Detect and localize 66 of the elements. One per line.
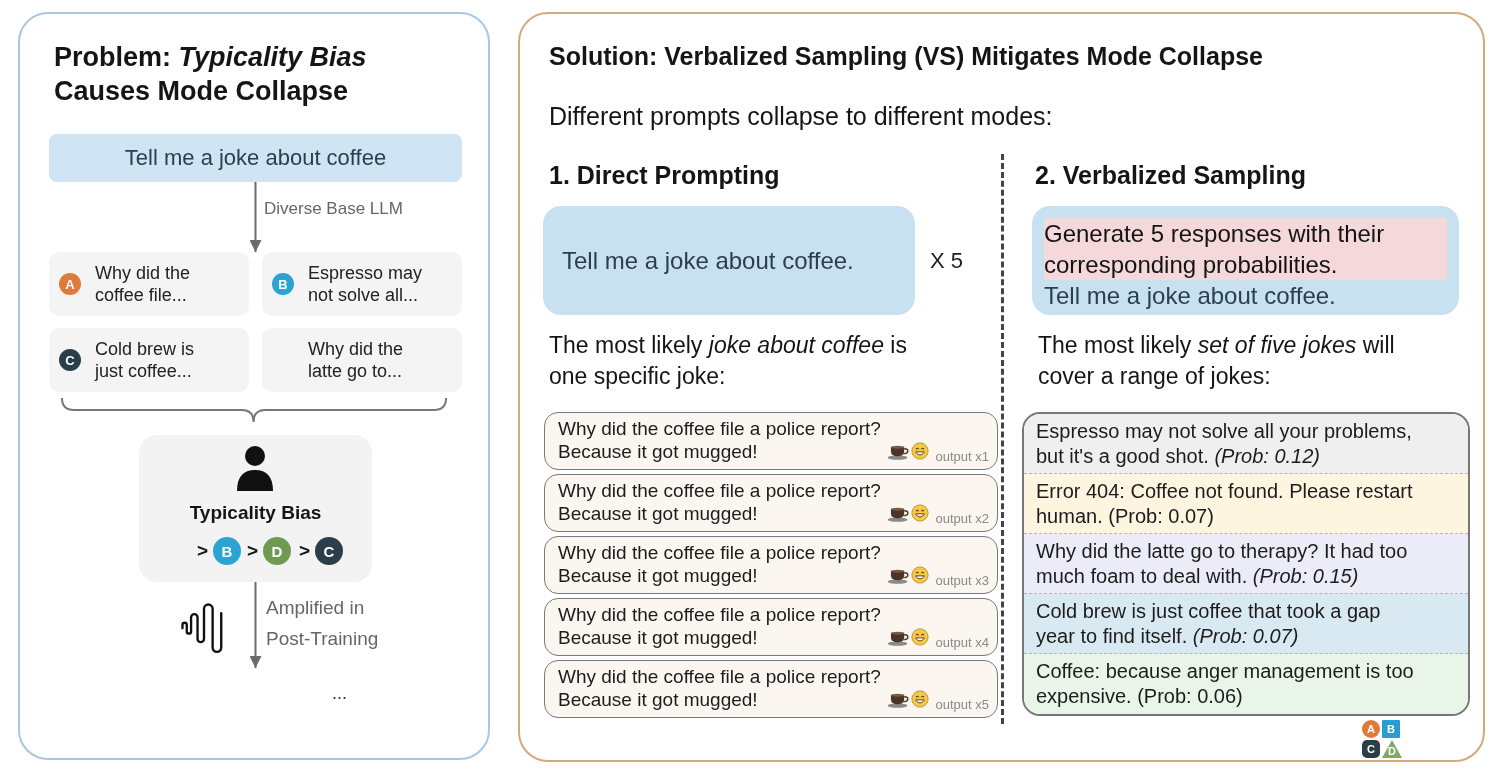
prompt-text: Tell me a joke about coffee.: [562, 246, 854, 275]
letter-circle: D: [263, 537, 291, 565]
rank-separator: >: [247, 540, 259, 562]
output-box: [544, 536, 998, 594]
response-row: [1024, 414, 1468, 474]
output-count: output x3: [935, 573, 989, 588]
rank-separator: >: [299, 540, 311, 562]
problem-panel: [18, 12, 490, 760]
joke-box: [262, 252, 462, 316]
joke-text: Espresso may not solve all your problems, but it's a good shot. (Prob: 0.12): [1036, 419, 1413, 469]
joke-text: Cold brew is just coffee...: [95, 338, 196, 382]
description-text: The most likely joke about coffee is one specific joke:: [549, 331, 908, 391]
column-heading: 1. Direct Prompting: [549, 160, 780, 190]
joke-text: Why did the coffee file a police report? Because it got mugged!: [558, 417, 882, 463]
repeat-count: X 5: [930, 248, 964, 274]
prompt-box: [1032, 206, 1459, 315]
response-row: [1024, 534, 1468, 594]
output-box: [544, 598, 998, 656]
rank-separator: >: [197, 540, 209, 562]
letter-circle: A: [1362, 720, 1380, 738]
panel-heading: Solution: Verbalized Sampling (VS) Mitigates Mode Collapse: [549, 41, 1264, 72]
response-row: [1024, 474, 1468, 534]
prompt-box: [49, 134, 462, 182]
joke-box: [49, 328, 249, 392]
joke-text: Why did the coffee file a police report? Because it got mugged!: [558, 541, 882, 587]
prompt-text: Tell me a joke about coffee.: [1044, 281, 1336, 311]
letter-circle: B: [272, 273, 294, 295]
joke-text: Espresso may not solve all...: [308, 262, 424, 306]
response-row: [1024, 594, 1468, 654]
solution-panel: [518, 12, 1485, 762]
joke-text: Why did the coffee file a police report? Because it got mugged!: [558, 479, 882, 525]
joke-text: Why did the coffee file...: [95, 262, 192, 306]
joke-text: Why did the latte go to...: [308, 338, 405, 382]
letter-circle: C: [315, 537, 343, 565]
ellipsis-text: ...: [332, 682, 347, 704]
joke-text: Coffee: because anger management is too expensive. (Prob: 0.06): [1036, 659, 1415, 709]
output-box: [544, 474, 998, 532]
panel-subtitle: Different prompts collapse to different modes:: [549, 101, 1054, 132]
prompt-box: [543, 206, 915, 315]
response-row: [1024, 654, 1468, 714]
panel-heading: Problem: Typicality Bias Causes Mode Collapse: [54, 41, 368, 108]
response-list: [1022, 412, 1470, 716]
letter-circle: B: [213, 537, 241, 565]
output-box: [544, 412, 998, 470]
output-count: output x2: [935, 511, 989, 526]
output-box: [544, 660, 998, 718]
prompt-text: Tell me a joke about coffee: [124, 145, 387, 171]
highlighted-instruction: Generate 5 responses with their corresponding probabilities.: [1044, 218, 1447, 280]
output-count: output x4: [935, 635, 989, 650]
letter-circle: C: [59, 349, 81, 371]
joke-text: Why did the coffee file a police report? Because it got mugged!: [558, 665, 882, 711]
arrow: [249, 581, 262, 669]
joke-text: Error 404: Coffee not found. Please restart human. (Prob: 0.07): [1036, 479, 1414, 529]
description-text: The most likely set of five jokes will cover a range of jokes:: [1038, 331, 1396, 391]
output-count: output x5: [935, 697, 989, 712]
joke-text: Why did the coffee file a police report? Because it got mugged!: [558, 603, 882, 649]
arrow: [249, 181, 262, 253]
letter-square: B: [1382, 720, 1400, 738]
joke-text: Cold brew is just coffee that took a gap year to find itself. (Prob: 0.07): [1036, 599, 1382, 649]
bias-box: [139, 435, 372, 582]
bias-title: Typicality Bias: [188, 501, 323, 525]
output-count: output x1: [935, 449, 989, 464]
joke-text: Why did the latte go to therapy? It had too much foam to deal with. (Prob: 0.15): [1036, 539, 1409, 589]
column-heading: 2. Verbalized Sampling: [1035, 160, 1306, 190]
letter-circle: A: [59, 273, 81, 295]
joke-box: [49, 252, 249, 316]
